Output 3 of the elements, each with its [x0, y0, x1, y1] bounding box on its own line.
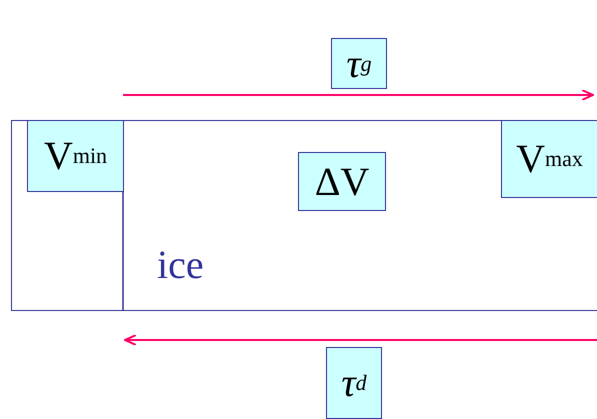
- ice-block: [11, 120, 597, 311]
- ice-label: ice: [157, 243, 204, 287]
- symbol-label: ΔV: [298, 152, 386, 211]
